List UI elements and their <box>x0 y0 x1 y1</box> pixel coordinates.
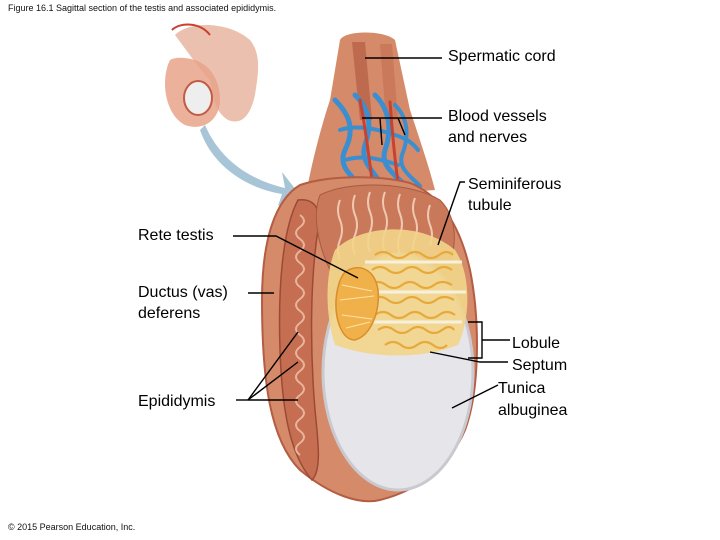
leader-tunica <box>451 384 499 409</box>
label-rete-testis: Rete testis <box>138 227 214 244</box>
label-septum: Septum <box>512 357 568 374</box>
pointer-arrow <box>200 125 300 206</box>
leader-seminiferous <box>437 181 465 246</box>
label-tunica-line2: albuginea <box>498 402 568 419</box>
figure-caption: Figure 16.1 Sagittal section of the test… <box>8 3 277 13</box>
inset-thumbnail <box>165 23 259 127</box>
label-blood-vessels-line1: Blood vessels <box>448 108 547 125</box>
testis-section <box>260 176 478 503</box>
label-ductus-line2: deferens <box>138 305 201 322</box>
label-seminiferous-line1: Seminiferous <box>468 176 562 193</box>
leader-lines <box>233 57 510 409</box>
label-epididymis: Epididymis <box>138 393 216 410</box>
leader-rete-testis <box>233 235 359 279</box>
leader-septum <box>429 351 508 363</box>
label-seminiferous-line2: tubule <box>468 197 512 214</box>
label-blood-vessels-line2: and nerves <box>448 129 528 146</box>
label-spermatic-cord: Spermatic cord <box>448 48 556 65</box>
label-lobule: Lobule <box>512 335 561 352</box>
label-ductus-line1: Ductus (vas) <box>138 284 228 301</box>
label-tunica-line1: Tunica <box>498 380 546 397</box>
blood-vessels <box>332 92 422 188</box>
copyright-notice: © 2015 Pearson Education, Inc. <box>8 522 136 532</box>
